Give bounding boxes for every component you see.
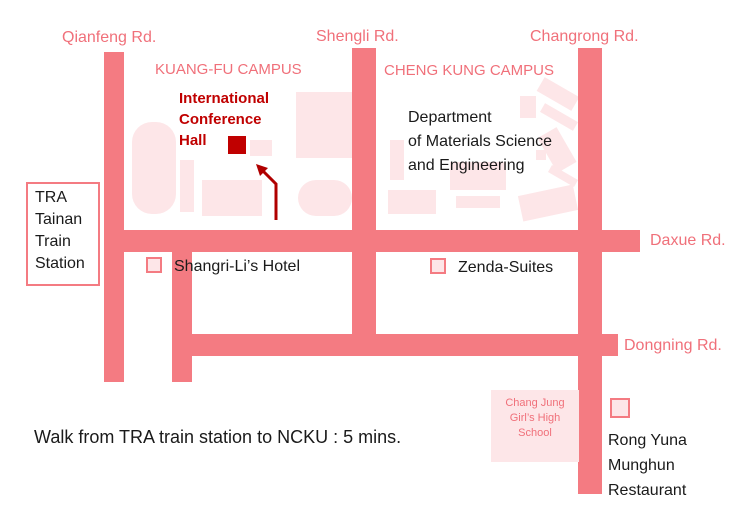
qianfeng-road (104, 52, 124, 382)
zenda-marker (430, 258, 446, 274)
walk-note: Walk from TRA train station to NCKU : 5 … (34, 427, 402, 447)
building-block (517, 184, 579, 222)
shengli-road-label: Shengli Rd. (316, 28, 399, 45)
shangrila-marker (146, 257, 162, 273)
arrow-icon (256, 164, 278, 220)
dept-materials-label: Department of Materials Science and Engi… (408, 109, 553, 174)
rong-yuna-marker (610, 398, 630, 418)
conference-hall-marker (228, 136, 246, 154)
tra-station-box: TRA Tainan Train Station (26, 182, 100, 286)
changrong-road (578, 48, 602, 494)
building-block (390, 140, 404, 180)
conference-hall-label: International Conference Hall (179, 90, 270, 149)
dongning-road-label: Dongning Rd. (624, 337, 722, 354)
dongning-road (172, 334, 618, 356)
daxue-road (104, 230, 640, 252)
building-block (180, 160, 194, 212)
chengkung-campus-label: CHENG KUNG CAMPUS (384, 62, 555, 79)
building-block (202, 180, 262, 216)
kuangfu-connector-road (172, 252, 192, 382)
changrong-road-label: Changrong Rd. (530, 28, 639, 45)
chang-jung-school: Chang Jung Girl’s High School (491, 390, 579, 462)
zenda-label: Zenda-Suites (458, 259, 554, 276)
building-block (298, 180, 352, 216)
building-block (456, 196, 500, 208)
rong-yuna-label: Rong Yuna Munghun Restaurant (608, 432, 687, 499)
building-block (520, 96, 536, 118)
kuangfu-campus-label: KUANG-FU CAMPUS (155, 61, 302, 78)
building-block (536, 150, 546, 160)
building-block (132, 122, 176, 214)
daxue-road-label: Daxue Rd. (650, 232, 726, 249)
building-block (450, 162, 506, 190)
building-block (250, 140, 272, 156)
building-block (296, 92, 352, 158)
qianfeng-road-label: Qianfeng Rd. (62, 29, 157, 46)
shengli-road (352, 48, 376, 354)
shangrila-label: Shangri-Li’s Hotel (174, 258, 300, 275)
building-block (388, 190, 436, 214)
